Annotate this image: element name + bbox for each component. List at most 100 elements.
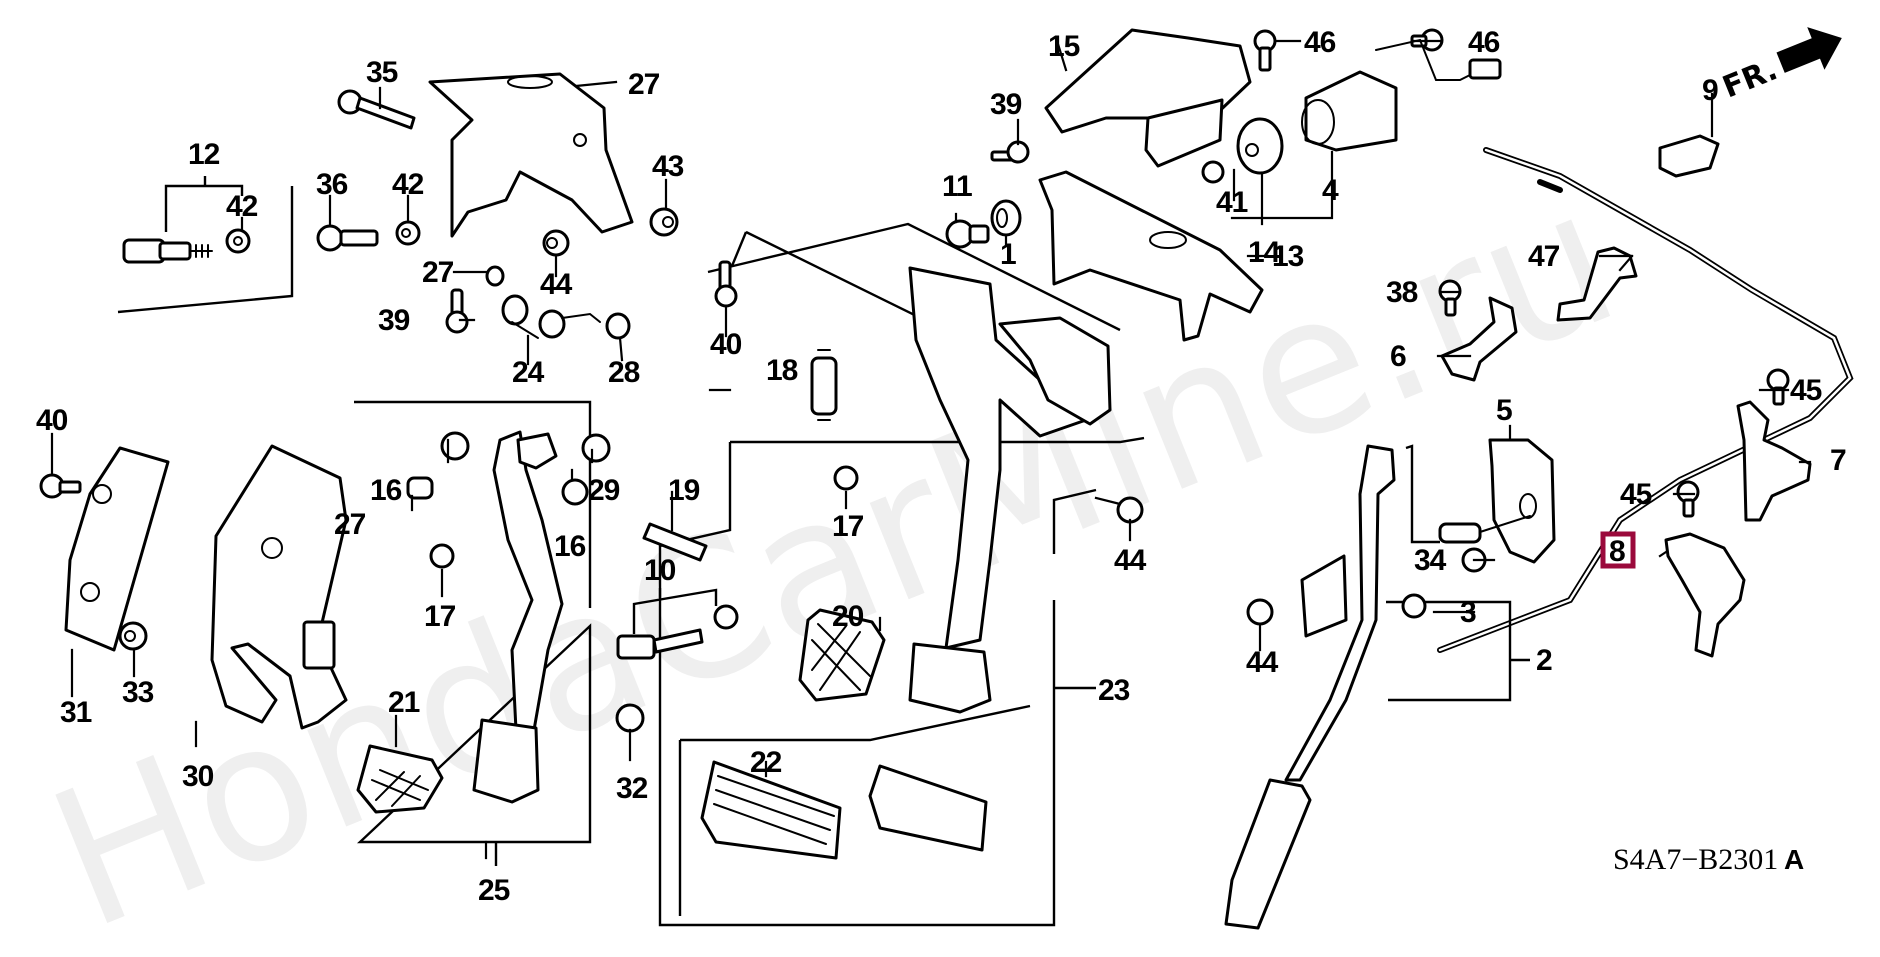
callout-26[interactable]: 27 [334, 508, 367, 541]
part-4-actuator [1301, 38, 1502, 152]
callout-17-b[interactable]: 17 [832, 510, 865, 543]
callout-3[interactable]: 3 [1460, 596, 1477, 629]
callout-44-right[interactable]: 44 [1246, 646, 1280, 679]
callout-13[interactable]: 13 [1272, 240, 1305, 273]
part-8-cable-holder [1664, 532, 1746, 658]
callout-8[interactable]: 8 [1609, 535, 1626, 568]
group-bracket-2 [1386, 444, 1530, 702]
callout-21[interactable]: 21 [388, 686, 421, 719]
callout-15[interactable]: 15 [1048, 30, 1081, 63]
callout-37[interactable]: 38 [1386, 276, 1419, 309]
callout-34[interactable]: 34 [1414, 544, 1448, 577]
group-bracket-10 [632, 588, 718, 634]
callout-25[interactable]: 25 [478, 874, 511, 907]
part-38-bolt [990, 140, 1030, 164]
front-direction-indicator: FR. [1718, 27, 1842, 105]
callout-45-a[interactable]: 45 [1790, 374, 1823, 407]
part-13-pedal-bracket [1038, 170, 1264, 342]
part-7-bracket [1736, 400, 1812, 522]
callout-17-a[interactable]: 17 [424, 600, 457, 633]
callout-42-right[interactable]: 42 [392, 168, 425, 201]
callout-31[interactable]: 31 [60, 696, 93, 729]
part-28-clip [581, 433, 611, 463]
callout-4[interactable]: 4 [1322, 174, 1340, 207]
callout-28[interactable]: 29 [588, 474, 621, 507]
callout-8-highlighted[interactable]: 8 [1600, 531, 1636, 569]
callout-16-b[interactable]: 16 [554, 530, 587, 563]
part-24-spring [485, 265, 631, 340]
callout-1[interactable]: 1 [1000, 238, 1017, 271]
callout-14[interactable]: 14 [1248, 236, 1282, 269]
callout-24[interactable]: 24 [512, 356, 546, 389]
callout-27-right[interactable]: 28 [608, 356, 641, 389]
part-41-nut [1201, 160, 1225, 184]
part-40-bolt [39, 473, 82, 499]
callout-46-b[interactable]: 46 [1468, 26, 1501, 59]
callout-39-left[interactable]: 39 [378, 304, 411, 337]
callout-7[interactable]: 7 [1830, 444, 1847, 477]
group-line-11 [707, 222, 1121, 332]
callout-46-a[interactable]: 46 [1304, 26, 1337, 59]
part-20-brake-pad-rubber [798, 608, 886, 702]
part-32-plug [615, 703, 645, 733]
callout-44-top[interactable]: 44 [540, 268, 574, 301]
part-16-bushing-b [561, 478, 589, 506]
callout-47[interactable]: 47 [1528, 240, 1561, 273]
part-29-bracket [428, 72, 634, 238]
part-35-bolt [337, 89, 416, 130]
callout-45-b[interactable]: 45 [1620, 478, 1653, 511]
part-15-cover [1044, 28, 1252, 168]
callout-5[interactable]: 5 [1496, 394, 1513, 427]
callout-22[interactable]: 22 [750, 746, 783, 779]
part-46-bolt-a [1253, 29, 1277, 72]
part-9-clip [1658, 134, 1720, 178]
part-18-spring [810, 349, 838, 421]
callout-19[interactable]: 19 [668, 474, 701, 507]
callout-42-left[interactable]: 42 [226, 190, 259, 223]
group-bracket-23 [658, 436, 1145, 927]
callout-16-a[interactable]: 16 [370, 474, 403, 507]
diagram-code-text: S4A7−B2301 [1613, 843, 1778, 876]
part-47-bracket [1556, 246, 1638, 322]
part-3-stopper [1401, 593, 1427, 619]
part-14-pulley [1236, 117, 1284, 175]
callout-40[interactable]: 40 [36, 404, 69, 437]
callout-41[interactable]: 41 [1216, 186, 1249, 219]
callout-36[interactable]: 36 [316, 168, 349, 201]
callout-6[interactable]: 6 [1390, 340, 1407, 373]
callout-38[interactable]: 39 [990, 88, 1023, 121]
part-33-nut [118, 621, 148, 651]
callout-35[interactable]: 35 [366, 56, 399, 89]
callout-27-left[interactable]: 27 [422, 256, 455, 289]
callout-39-center[interactable]: 40 [710, 328, 743, 361]
part-39-bolt-left [445, 288, 469, 334]
callout-9[interactable]: 9 [1702, 74, 1719, 107]
callout-33[interactable]: 33 [122, 676, 155, 709]
highlight-box [1600, 531, 1636, 569]
part-31-plate [64, 446, 170, 652]
callout-11[interactable]: 11 [942, 170, 973, 203]
callout-29[interactable]: 27 [628, 68, 661, 101]
callout-12[interactable]: 12 [188, 138, 221, 171]
callout-43[interactable]: 43 [652, 150, 685, 183]
callout-2[interactable]: 2 [1536, 644, 1553, 677]
part-45-bolt-a [1766, 368, 1790, 406]
callout-30[interactable]: 30 [182, 760, 215, 793]
callout-32[interactable]: 32 [616, 772, 649, 805]
part-11-bushing [945, 219, 990, 249]
callout-10[interactable]: 10 [644, 554, 677, 587]
callout-18[interactable]: 18 [766, 354, 799, 387]
front-direction-label: FR. [1718, 52, 1783, 105]
part-30-cover [210, 444, 348, 730]
callout-20[interactable]: 20 [832, 600, 865, 633]
part-23-brake-pedal [908, 266, 1112, 714]
callout-44-center[interactable]: 44 [1114, 544, 1148, 577]
part-26-collar [406, 476, 434, 500]
group-bracket-12 [164, 176, 244, 232]
part-2-accelerator-pedal [1224, 444, 1396, 930]
group-bracket-22 [678, 704, 1031, 916]
group-bracket-25 [354, 400, 592, 866]
part-25-clutch-pedal [472, 430, 564, 804]
callout-23[interactable]: 23 [1098, 674, 1131, 707]
